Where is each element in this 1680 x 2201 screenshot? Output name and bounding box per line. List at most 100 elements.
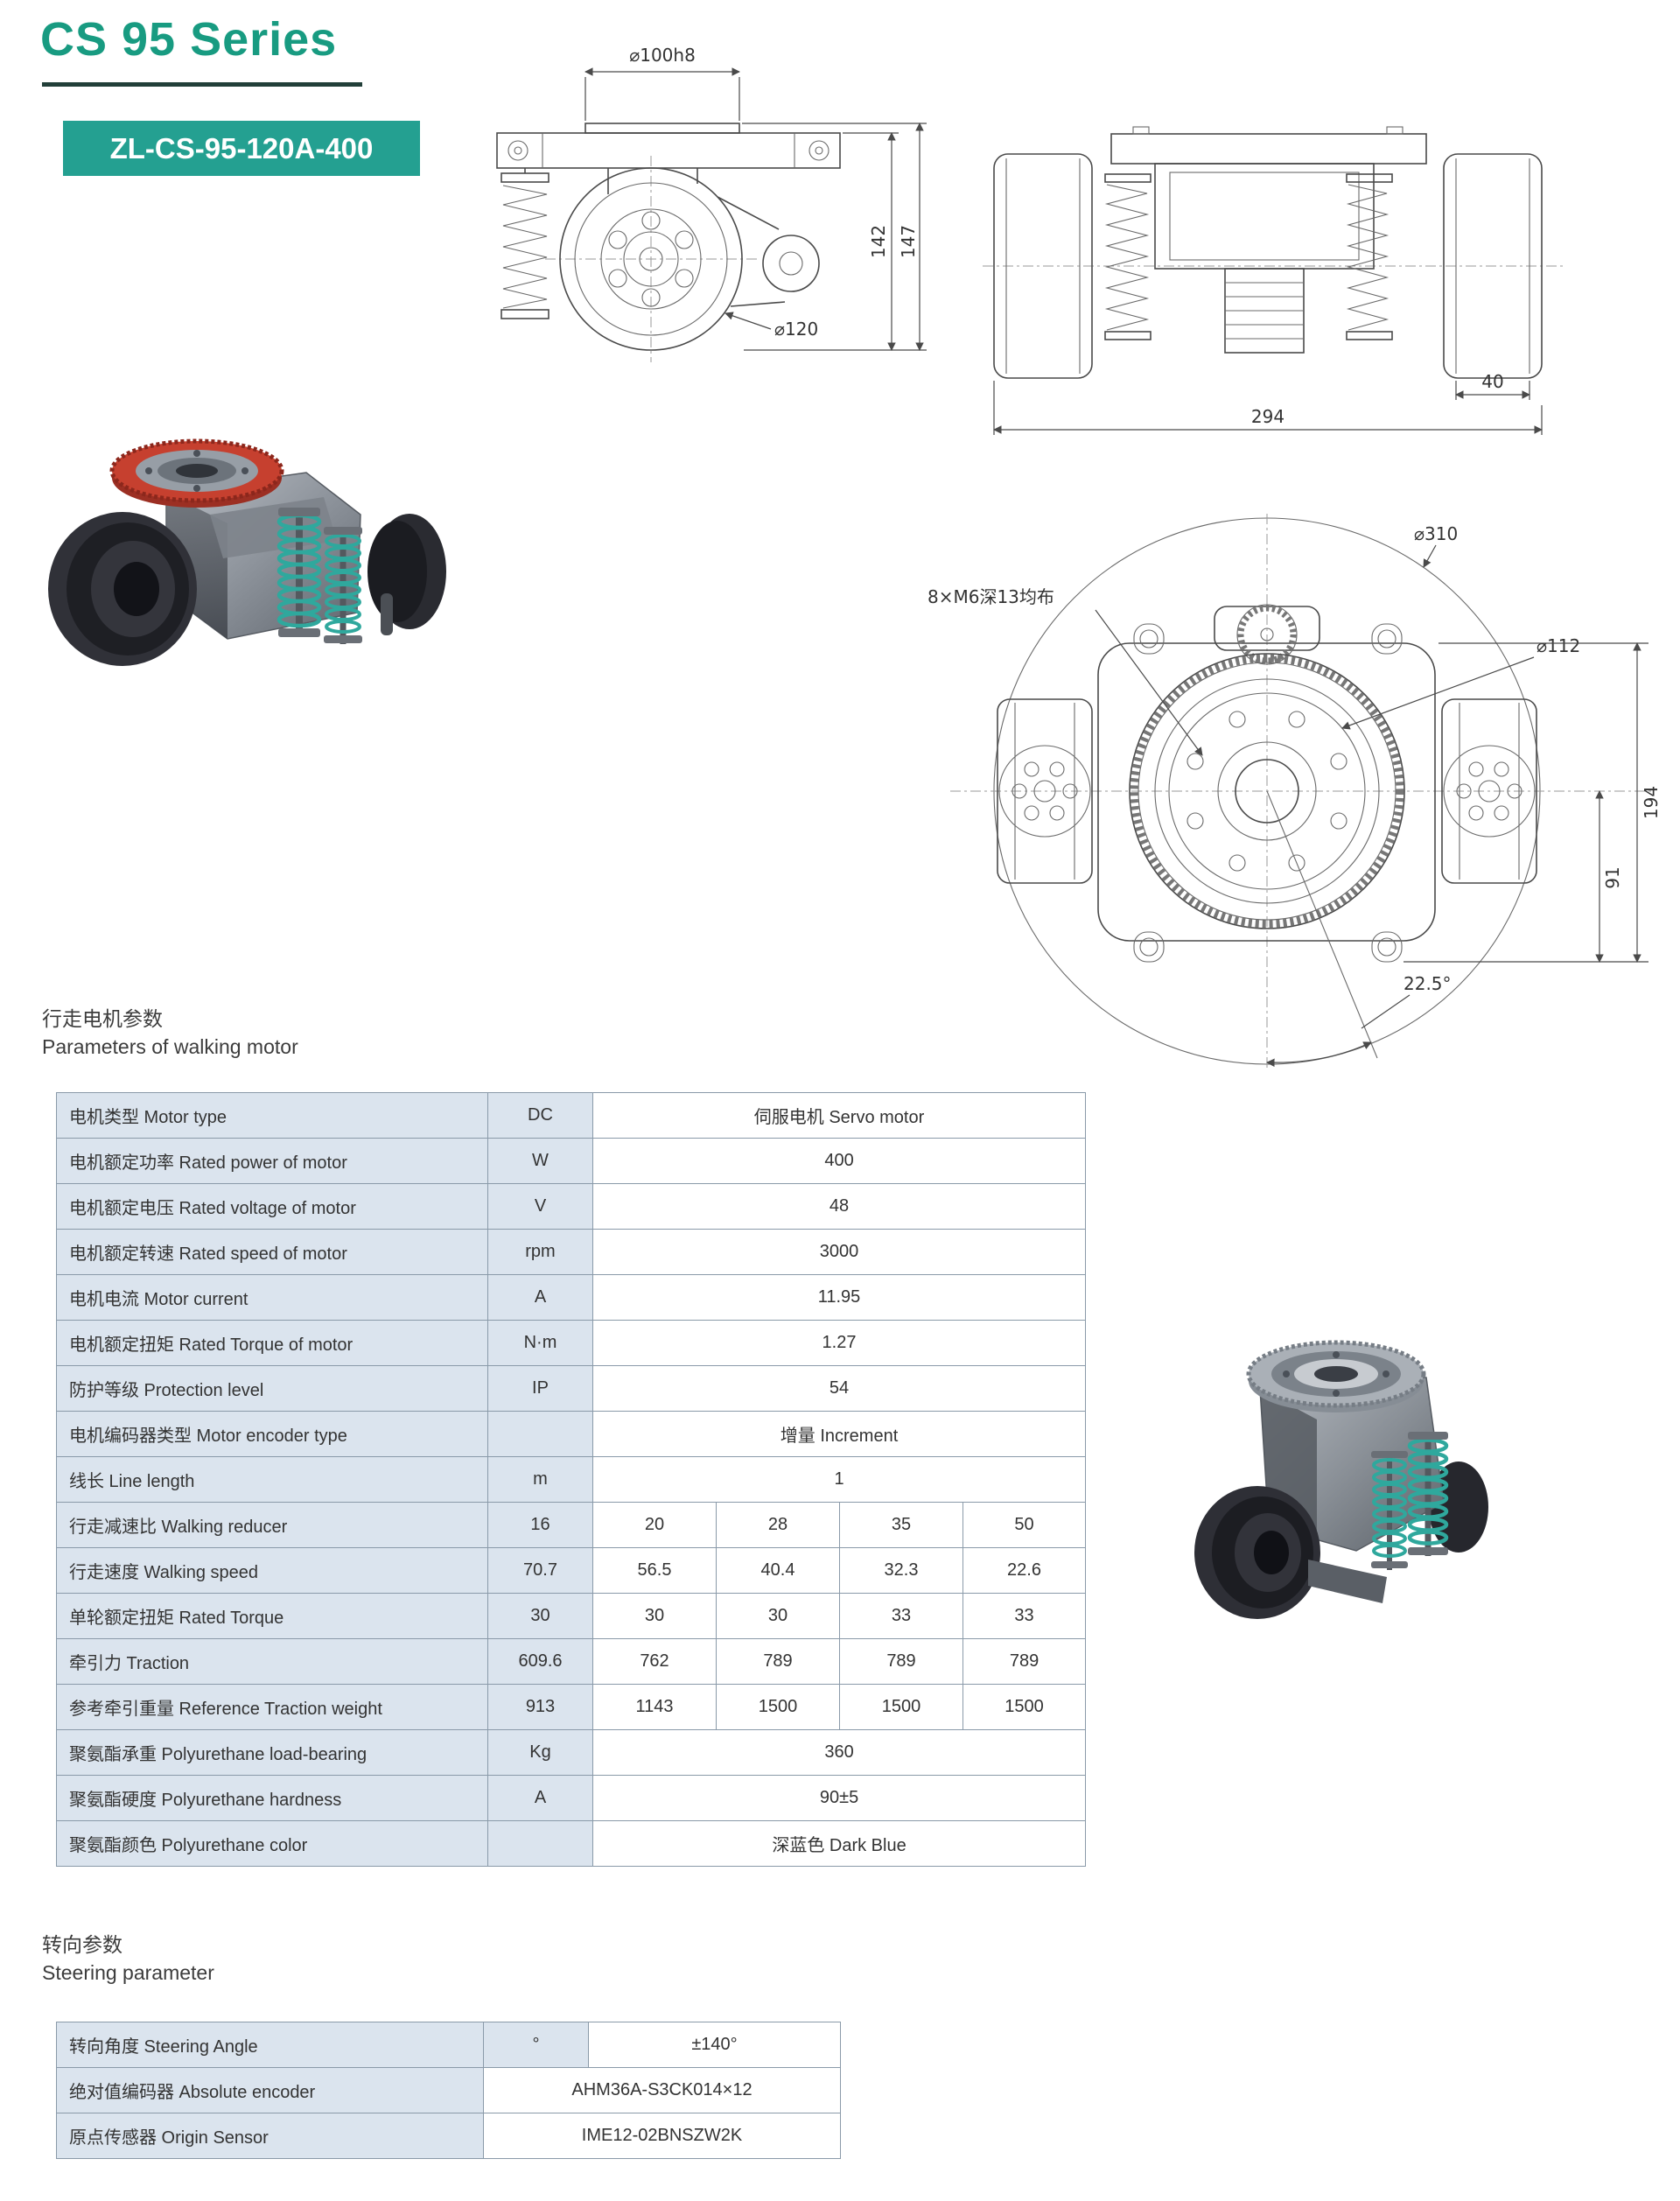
dim-wheel-width: 40 bbox=[1455, 371, 1530, 400]
row-unit: 30 bbox=[487, 1593, 593, 1639]
suspension-spring bbox=[276, 508, 322, 637]
row-unit: A bbox=[487, 1775, 593, 1821]
dim-label: 294 bbox=[1251, 406, 1284, 427]
row-label: 单轮额定扭矩 Rated Torque bbox=[56, 1593, 488, 1639]
row-label: 聚氨酯颜色 Polyurethane color bbox=[56, 1820, 488, 1867]
row-label: 电机额定转速 Rated speed of motor bbox=[56, 1229, 488, 1275]
row-label: 行走减速比 Walking reducer bbox=[56, 1502, 488, 1548]
row-value: 1500 bbox=[716, 1684, 840, 1730]
row-label: 牵引力 Traction bbox=[56, 1638, 488, 1685]
row-value: 789 bbox=[839, 1638, 963, 1685]
walking-section-title: 行走电机参数 Parameters of walking motor bbox=[42, 1005, 298, 1061]
section-title-en: Parameters of walking motor bbox=[42, 1035, 298, 1059]
row-value: 1500 bbox=[839, 1684, 963, 1730]
row-value: 90±5 bbox=[592, 1775, 1087, 1821]
page-title: CS 95 Series bbox=[40, 13, 338, 66]
title-underline bbox=[42, 82, 362, 87]
section-title-zh: 转向参数 bbox=[42, 1933, 122, 1956]
row-unit: rpm bbox=[487, 1229, 593, 1275]
row-value: AHM36A-S3CK014×12 bbox=[483, 2067, 841, 2113]
row-unit: ° bbox=[483, 2022, 589, 2068]
table-row: 转向角度 Steering Angle°±140° bbox=[56, 2022, 841, 2068]
row-value: 1.27 bbox=[592, 1320, 1087, 1366]
suspension-spring-2 bbox=[1371, 1451, 1408, 1570]
dim-label: 147 bbox=[898, 225, 919, 258]
row-value: 伺服电机 Servo motor bbox=[592, 1092, 1087, 1139]
front-wheel bbox=[48, 512, 197, 666]
dim-height-142: 142 bbox=[744, 132, 927, 351]
wheel-left bbox=[993, 153, 1093, 379]
row-unit: IP bbox=[487, 1365, 593, 1412]
housing-outline bbox=[1097, 642, 1436, 942]
row-label: 电机额定扭矩 Rated Torque of motor bbox=[56, 1320, 488, 1366]
row-value: 28 bbox=[716, 1502, 840, 1548]
wheel-right bbox=[1441, 698, 1537, 884]
row-label: 原点传感器 Origin Sensor bbox=[56, 2113, 484, 2159]
row-unit: m bbox=[487, 1456, 593, 1503]
row-value: 789 bbox=[716, 1638, 840, 1685]
wheel-left bbox=[997, 698, 1093, 884]
dim-label: 40 bbox=[1481, 371, 1503, 392]
dim-label: ⌀112 bbox=[1536, 635, 1580, 656]
row-value: 56.5 bbox=[592, 1547, 717, 1594]
row-unit: 609.6 bbox=[487, 1638, 593, 1685]
row-value: 32.3 bbox=[839, 1547, 963, 1594]
dim-height-147: 147 bbox=[742, 123, 927, 351]
section-title-zh: 行走电机参数 bbox=[42, 1007, 163, 1030]
slew-ring-top bbox=[1246, 1340, 1426, 1412]
product-render-left bbox=[48, 438, 446, 666]
row-value: 1 bbox=[592, 1456, 1087, 1503]
dim-wheel-diameter: ⌀120 bbox=[724, 312, 818, 340]
dim-label: 91 bbox=[1602, 866, 1623, 888]
row-value: 33 bbox=[839, 1593, 963, 1639]
row-value: 50 bbox=[962, 1502, 1087, 1548]
wheel-right bbox=[1443, 153, 1543, 379]
row-unit: N·m bbox=[487, 1320, 593, 1366]
row-value: 54 bbox=[592, 1365, 1087, 1412]
row-value: 增量 Increment bbox=[592, 1411, 1087, 1457]
dim-spigot-diameter: ⌀112 bbox=[1341, 635, 1580, 730]
row-unit bbox=[487, 1820, 593, 1867]
row-value: 40.4 bbox=[716, 1547, 840, 1594]
row-value: 360 bbox=[592, 1729, 1087, 1776]
row-label: 参考牵引重量 Reference Traction weight bbox=[56, 1684, 488, 1730]
row-value: 30 bbox=[716, 1593, 840, 1639]
row-unit bbox=[487, 1411, 593, 1457]
row-label: 电机额定电压 Rated voltage of motor bbox=[56, 1183, 488, 1230]
suspension-spring bbox=[1407, 1432, 1449, 1556]
model-badge: ZL-CS-95-120A-400 bbox=[63, 121, 420, 176]
row-unit: V bbox=[487, 1183, 593, 1230]
row-label: 聚氨酯硬度 Polyurethane hardness bbox=[56, 1775, 488, 1821]
front-view-drawing: ⌀100h8 142 147 ⌀120 bbox=[496, 45, 927, 362]
side-arm bbox=[717, 196, 820, 307]
suspension-spring-2 bbox=[324, 527, 362, 644]
row-value: 35 bbox=[839, 1502, 963, 1548]
dim-label: 8×M6深13均布 bbox=[928, 586, 1054, 607]
row-value: 762 bbox=[592, 1638, 717, 1685]
row-value: 789 bbox=[962, 1638, 1087, 1685]
row-label: 行走速度 Walking speed bbox=[56, 1547, 488, 1594]
row-unit: 16 bbox=[487, 1502, 593, 1548]
row-value: 1500 bbox=[962, 1684, 1087, 1730]
row-label: 电机额定功率 Rated power of motor bbox=[56, 1138, 488, 1184]
dim-label: 22.5° bbox=[1404, 973, 1452, 994]
dim-label: 194 bbox=[1641, 786, 1662, 819]
row-label: 线长 Line length bbox=[56, 1456, 488, 1503]
spring-front bbox=[500, 168, 550, 319]
slew-ring-red bbox=[109, 438, 284, 508]
